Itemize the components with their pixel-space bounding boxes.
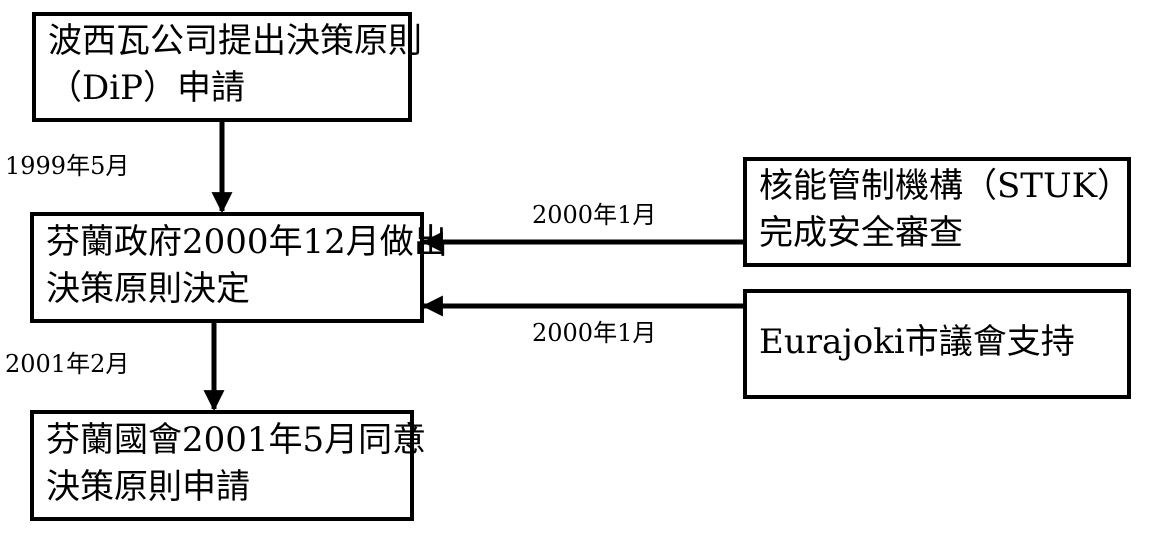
node-stuk-review-line-1: 核能管制機構（STUK） — [759, 166, 1132, 206]
node-parliament-approval: 芬蘭國會2001年5月同意 決策原則申請 — [30, 410, 427, 521]
node-government-decision-line-2: 決策原則決定 — [46, 268, 250, 309]
node-parliament-approval-line-2: 決策原則申請 — [46, 466, 250, 507]
node-parliament-approval-line-1: 芬蘭國會2001年5月同意 — [46, 419, 427, 460]
node-eurajoki-support-line-1: Eurajoki市議會支持 — [759, 321, 1075, 362]
node-government-decision-line-1: 芬蘭政府2000年12月做出 — [46, 221, 448, 262]
edge-label-government-to-parliament: 2001年2月 — [5, 350, 130, 378]
edge-label-eurajoki-to-government: 2000年1月 — [532, 319, 657, 347]
node-government-decision: 芬蘭政府2000年12月做出 決策原則決定 — [30, 212, 448, 323]
edge-label-stuk-to-government: 2000年1月 — [532, 201, 657, 229]
node-eurajoki-support: Eurajoki市議會支持 — [743, 289, 1131, 399]
edge-label-dip-to-government: 1999年5月 — [5, 152, 130, 180]
node-stuk-review-line-2: 完成安全審查 — [759, 213, 963, 253]
node-dip-application-line-2: （DiP）申請 — [48, 68, 246, 108]
node-stuk-review: 核能管制機構（STUK） 完成安全審查 — [743, 157, 1131, 267]
node-dip-application: 波西瓦公司提出決策原則 （DiP）申請 — [32, 12, 422, 122]
node-dip-application-line-1: 波西瓦公司提出決策原則 — [48, 21, 422, 61]
